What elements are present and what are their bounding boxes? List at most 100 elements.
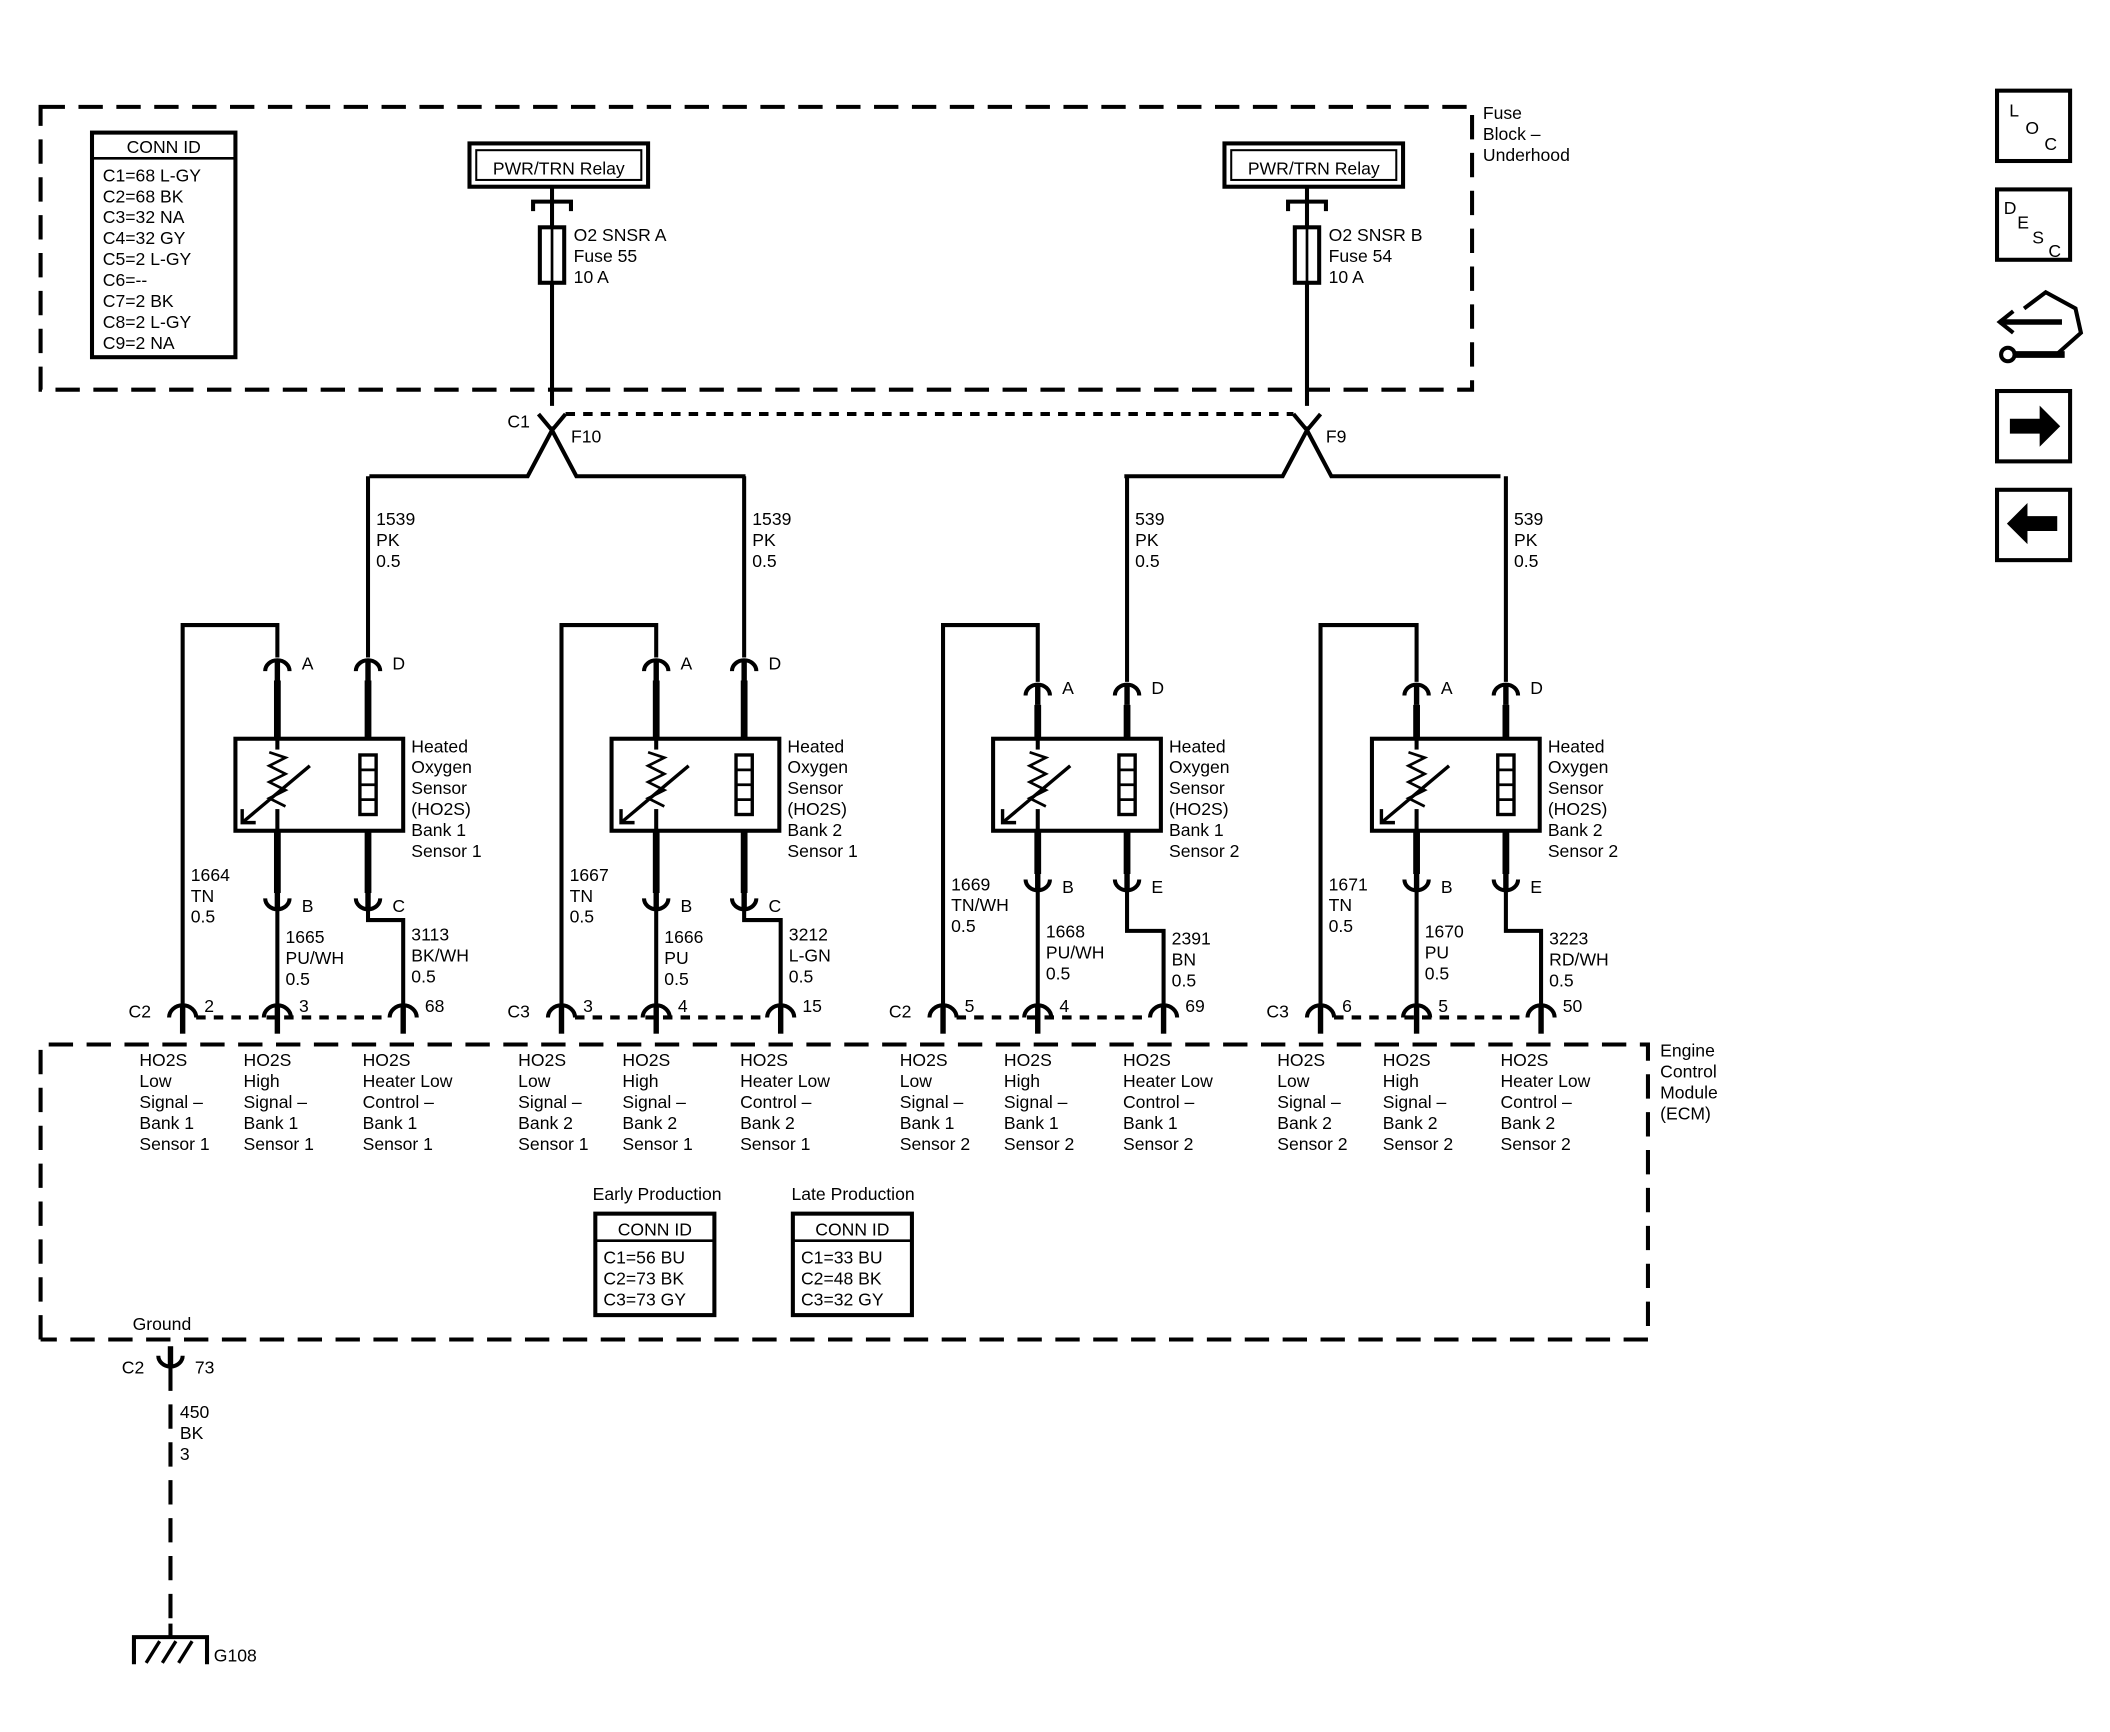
ecm-function-label: Bank 2 — [518, 1113, 573, 1133]
sensor-name: Oxygen — [1169, 757, 1230, 777]
ecm-function-label: Sensor 1 — [139, 1134, 209, 1154]
ecm-pin-number: 5 — [965, 996, 975, 1016]
ecm-function-label: Bank 2 — [622, 1113, 677, 1133]
heater-control-wire — [1503, 890, 1544, 1007]
ecm-pin-number: 3 — [583, 996, 593, 1016]
sensor-name: Heated — [1548, 736, 1605, 756]
next-arrow-icon — [2009, 405, 2061, 447]
ecm-function-label: HO2S — [244, 1050, 292, 1070]
ground-wire-label: 3 — [180, 1444, 190, 1464]
low-wire-label: TN/WH — [951, 895, 1009, 915]
ecm-function-label: Signal – — [518, 1092, 582, 1112]
low-wire-label: 0.5 — [570, 907, 595, 927]
ecm-socket — [765, 1003, 797, 1018]
ecm-function-label: Low — [1277, 1071, 1310, 1091]
sensor-name: Oxygen — [787, 757, 848, 777]
ecm-function-label: Signal – — [1383, 1092, 1447, 1112]
ecm-function-label: HO2S — [1277, 1050, 1325, 1070]
connector-tool-icon — [1996, 309, 2015, 335]
ecm-function-label: Bank 1 — [1004, 1113, 1059, 1133]
heater-wire-label: 3113 — [411, 924, 449, 944]
ecm-function-label: Bank 2 — [1500, 1113, 1555, 1133]
sensor-name: Sensor 1 — [411, 841, 481, 861]
conn-id-table — [790, 1211, 914, 1318]
variable-arrow — [619, 764, 690, 824]
high-wire-label: 1665 — [285, 927, 324, 947]
ecm-function-label: Signal – — [1004, 1092, 1068, 1112]
sensor-name: Heated — [1169, 736, 1226, 756]
heater-wire-label: L-GN — [789, 945, 831, 965]
ecm-function-label: Signal – — [622, 1092, 686, 1112]
back-arrow-icon — [2006, 503, 2058, 545]
ecm-socket — [1401, 1003, 1433, 1018]
ecm-label: Engine — [1660, 1041, 1715, 1061]
heater-wire-label: 3223 — [1549, 928, 1588, 948]
heater-wire-label: 0.5 — [1549, 970, 1574, 990]
sensor-name: Sensor — [1548, 778, 1604, 798]
ecm-function-label: Low — [139, 1071, 172, 1091]
heater-wire-label: 2391 — [1172, 928, 1211, 948]
sensor-name: Sensor 2 — [1548, 841, 1618, 861]
pin-label-c: E — [1530, 877, 1542, 897]
variable-arrow-head — [1000, 809, 1017, 825]
ecm-pin-number: 2 — [204, 996, 214, 1016]
ecm-function-label: HO2S — [622, 1050, 670, 1070]
ecm-connector-label: C2 — [889, 1001, 911, 1021]
pwr-trn-relay-label: PWR/TRN Relay — [493, 159, 625, 179]
conn-id-title: CONN ID — [618, 1219, 692, 1239]
loc-icon: L — [2009, 100, 2019, 120]
feed-wire-label: 0.5 — [1514, 551, 1539, 571]
ground-hatch — [177, 1640, 194, 1664]
ecm-socket — [640, 1003, 672, 1018]
sensor-name: Oxygen — [411, 757, 472, 777]
ecm-function-label: HO2S — [1383, 1050, 1431, 1070]
ecm-ground-label: Ground — [133, 1314, 192, 1334]
high-wire-label: PU — [1425, 943, 1449, 963]
ecm-pin-number: 69 — [1185, 996, 1205, 1016]
low-wire-label: 1664 — [191, 865, 230, 885]
conn-id-title: CONN ID — [815, 1219, 889, 1239]
c1-connector-label: C1 — [507, 412, 529, 432]
ecm-pin-number: 50 — [1563, 996, 1583, 1016]
conn-id-row: C1=33 BU — [801, 1248, 883, 1268]
pin-label-c: C — [769, 896, 782, 916]
high-wire-label: 0.5 — [664, 969, 689, 989]
ecm-function-label: Low — [518, 1071, 551, 1091]
heater-wire-label: BK/WH — [411, 945, 469, 965]
fuse-block-label: Fuse — [1483, 103, 1522, 123]
sensor-name: Bank 1 — [411, 820, 466, 840]
feed-wire-label: 0.5 — [376, 551, 401, 571]
ecm-socket — [261, 1003, 293, 1018]
ecm-function-label: Signal – — [900, 1092, 964, 1112]
heater-wire-label: 0.5 — [1172, 970, 1197, 990]
feed-wire-label: 1539 — [376, 509, 415, 529]
conn-id-row: C7=2 BK — [103, 291, 174, 311]
ecm-function-label: Sensor 1 — [622, 1134, 692, 1154]
heater-wire-label: 0.5 — [789, 966, 814, 986]
ground-name: G108 — [214, 1645, 257, 1665]
desc-icon — [1994, 187, 2073, 262]
conn-id-row: C1=68 L-GY — [103, 165, 201, 185]
low-signal-wire — [1318, 623, 1419, 1007]
low-wire-label: TN — [570, 886, 593, 906]
low-wire-label: 1667 — [570, 865, 609, 885]
high-wire-label: 0.5 — [1046, 964, 1071, 984]
heater-wire-label: 0.5 — [411, 966, 436, 986]
low-wire-label: 0.5 — [191, 907, 216, 927]
desc-icon: S — [2032, 228, 2044, 248]
sensor-name: Sensor — [787, 778, 843, 798]
feed-wire-label: PK — [1135, 530, 1159, 550]
sensor-name: Sensor — [1169, 778, 1225, 798]
ecm-function-label: Heater Low — [740, 1071, 830, 1091]
conn-id-row: C2=48 BK — [801, 1269, 882, 1289]
ecm-label: Module — [1660, 1083, 1718, 1103]
ecm-function-label: Signal – — [139, 1092, 203, 1112]
feed-wire-label: PK — [1514, 530, 1538, 550]
low-wire-label: 1669 — [951, 874, 990, 894]
connector-tool-icon — [1999, 345, 2017, 364]
conn-id-row: C4=32 GY — [103, 228, 186, 248]
ecm-pin-number: 3 — [299, 996, 309, 1016]
ecm-function-label: High — [622, 1071, 658, 1091]
ecm-socket — [1148, 1003, 1180, 1018]
variable-arrow-head — [1379, 809, 1395, 825]
